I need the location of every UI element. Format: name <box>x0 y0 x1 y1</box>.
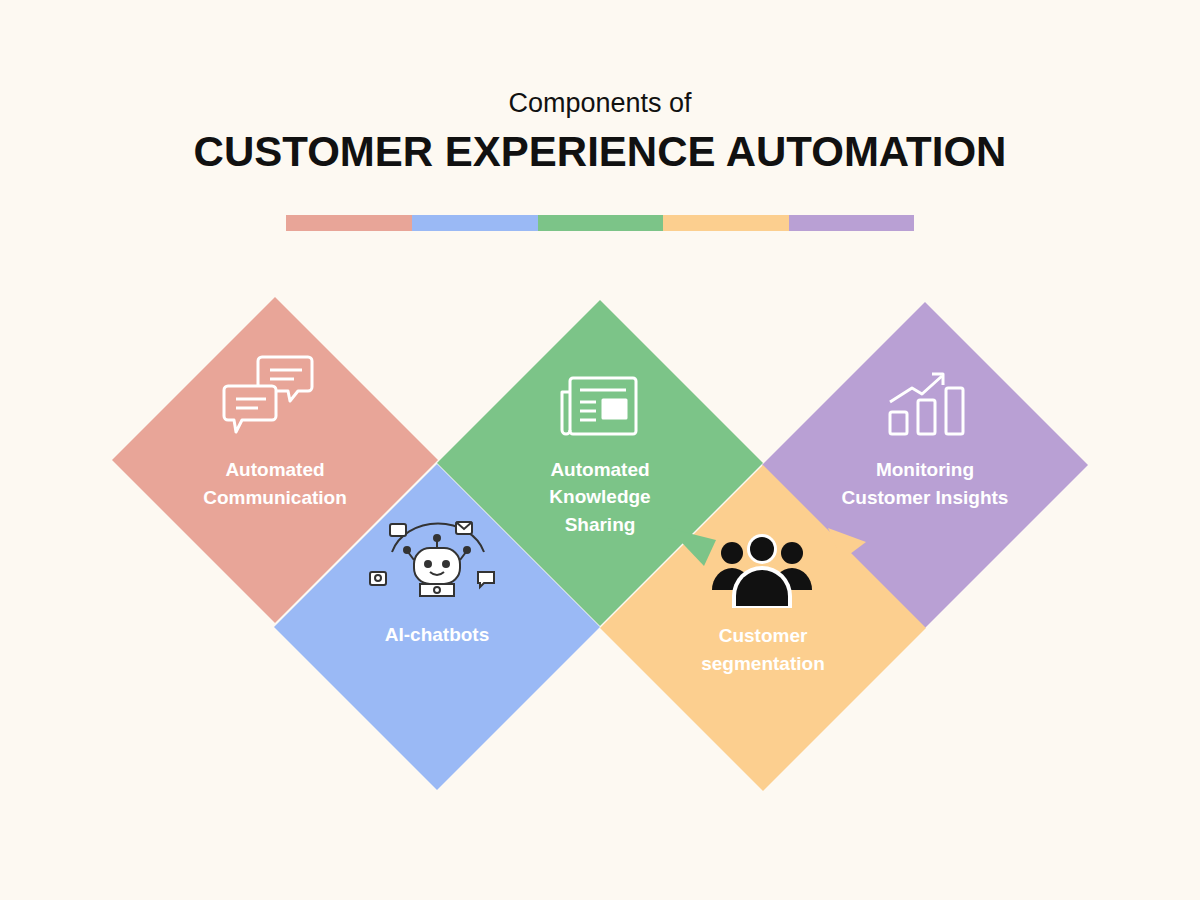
people-icon <box>712 534 812 608</box>
component-diamond: Automated Communication <box>112 297 438 623</box>
newspaper-icon <box>562 378 636 434</box>
component-label: Automated Communication <box>180 456 370 511</box>
component-label: Automated Knowledge Sharing <box>530 456 670 539</box>
diamond-fill <box>274 464 600 790</box>
component-diamond: Customer segmentation <box>600 465 926 791</box>
diamond-fill <box>762 302 1088 628</box>
speech-tail <box>668 528 716 566</box>
diamond-fill <box>437 300 763 626</box>
component-diamond: Automated Knowledge Sharing <box>437 300 763 626</box>
subtitle: Components of <box>0 88 1200 119</box>
color-bar <box>286 215 914 231</box>
diamond-fill <box>112 297 438 623</box>
component-diamond: AI-chatbots <box>274 464 600 790</box>
component-label: AI-chatbots <box>357 621 517 649</box>
diamond-fill <box>600 465 926 791</box>
component-label: Customer segmentation <box>678 622 848 677</box>
robot-icon <box>370 522 494 596</box>
chart-icon <box>890 374 963 434</box>
component-diamond: Monitoring Customer Insights <box>762 302 1088 628</box>
chat-icon <box>224 357 312 432</box>
main-title: CUSTOMER EXPERIENCE AUTOMATION <box>0 128 1200 176</box>
component-label: Monitoring Customer Insights <box>833 456 1018 511</box>
speech-tail <box>828 528 866 560</box>
